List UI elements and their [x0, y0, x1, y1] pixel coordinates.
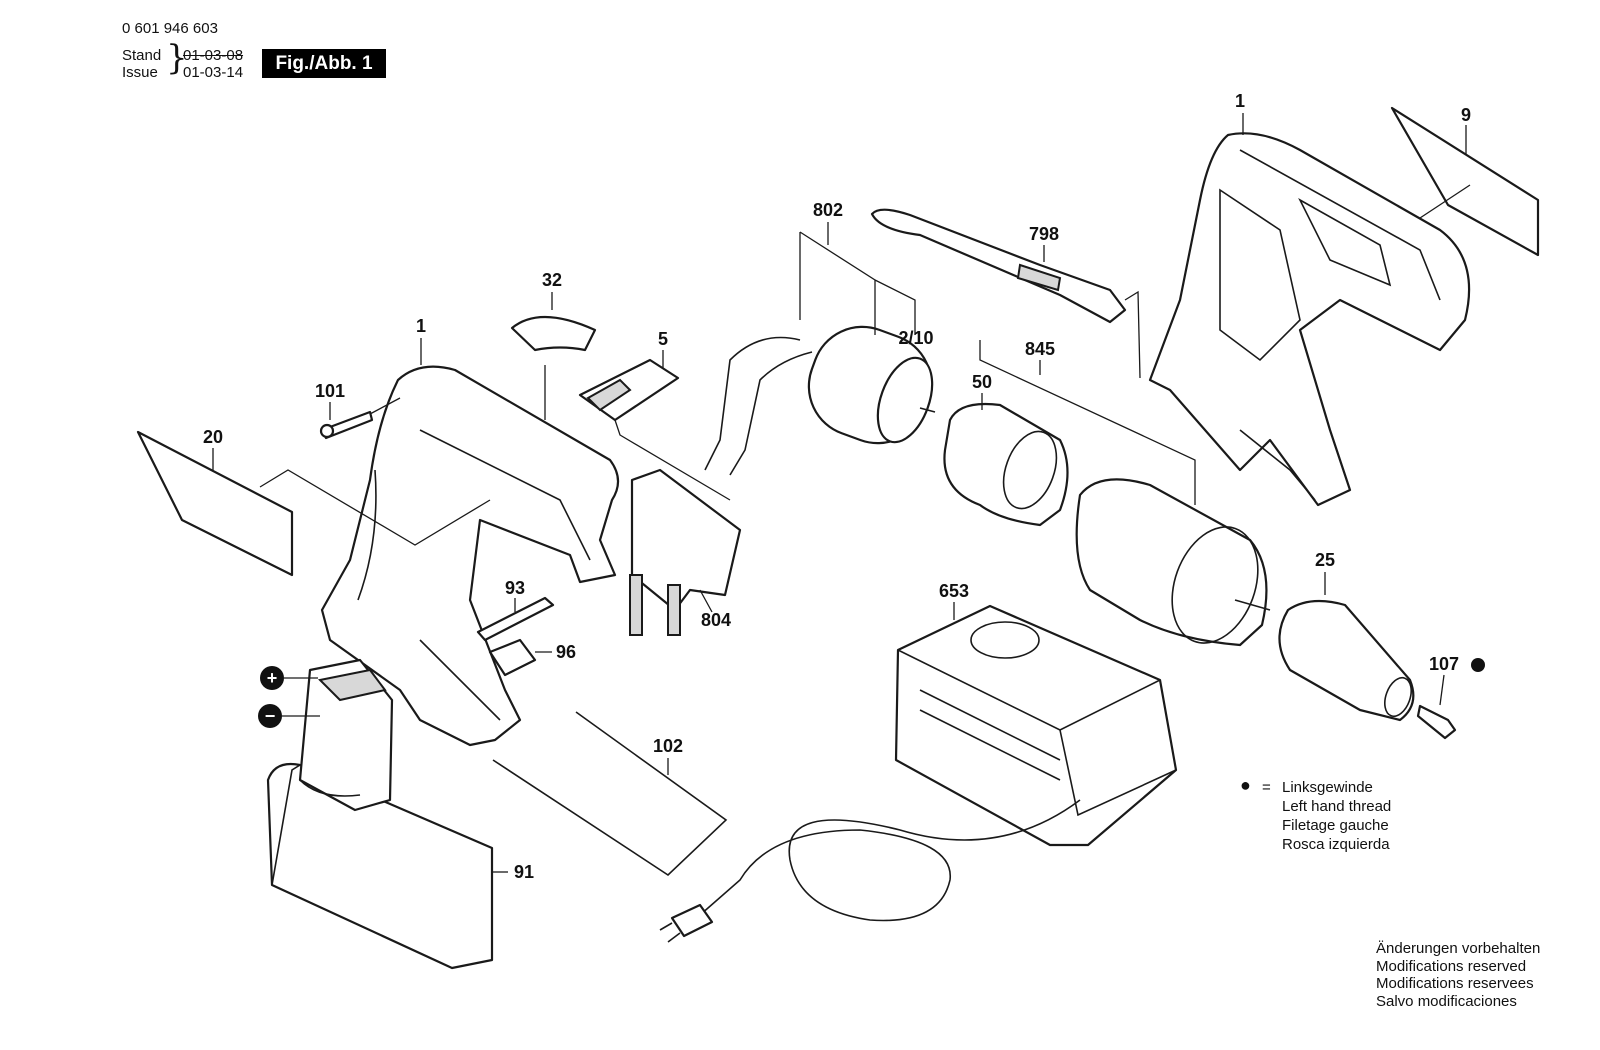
bit-holder-96	[488, 638, 552, 677]
legend-line-fr: Filetage gauche	[1282, 817, 1389, 834]
direction-slider-5	[578, 350, 731, 501]
housing-shell-left	[320, 338, 620, 747]
wire-stirrup-102	[492, 711, 728, 877]
belt-clip-798	[870, 208, 1141, 379]
legend-equals: =	[1262, 779, 1271, 796]
label-part-91: 91	[514, 862, 534, 882]
label-part-1-right: 1	[1235, 91, 1245, 111]
rating-label-20	[136, 430, 491, 577]
label-part-107: 107	[1429, 654, 1459, 674]
footer-note-es: Salvo modificaciones	[1376, 992, 1517, 1010]
label-part-101: 101	[315, 381, 345, 401]
label-part-25: 25	[1315, 550, 1335, 570]
housing-shell-right	[1148, 113, 1471, 507]
label-part-32: 32	[542, 270, 562, 290]
label-part-20: 20	[203, 427, 223, 447]
issue-date: 01-03-14	[183, 64, 244, 81]
issue-label: Issue	[122, 64, 158, 81]
label-part-93: 93	[505, 578, 525, 598]
label-part-653: 653	[939, 581, 969, 601]
screwdriver-bit-93	[476, 596, 555, 642]
switch-cap-32	[510, 292, 597, 420]
legend-line-es: Rosca izquierda	[1282, 836, 1390, 853]
stand-label: Stand	[122, 47, 162, 64]
label-part-50: 50	[972, 372, 992, 392]
label-part-804: 804	[701, 610, 731, 630]
chuck-screw-107	[1416, 658, 1485, 740]
label-part-5: 5	[658, 329, 668, 349]
label-part-102: 102	[653, 736, 683, 756]
footer-note-en: Modifications reserved	[1376, 957, 1527, 975]
battery-terminal-minus: −	[258, 704, 320, 728]
label-part-2-10: 2/10	[898, 328, 933, 348]
legend-line-en: Left hand thread	[1282, 798, 1392, 815]
stand-date: 01-03-08	[183, 47, 244, 64]
document-number: 0 601 946 603	[122, 20, 218, 37]
motor-802	[704, 222, 936, 476]
gearbox-845	[943, 340, 1271, 647]
battery-pack-91	[266, 658, 508, 970]
footer-note-fr: Modifications reservees	[1376, 975, 1534, 992]
minus-sign: −	[265, 706, 276, 726]
plus-sign: +	[267, 668, 278, 688]
nameplate-label-9	[1390, 106, 1540, 257]
label-part-798: 798	[1029, 224, 1059, 244]
housing-screw-101	[319, 397, 401, 440]
legend-line-de: Linksgewinde	[1282, 779, 1373, 796]
label-part-96: 96	[556, 642, 576, 662]
footer-note-de: Änderungen vorbehalten	[1376, 940, 1541, 957]
switch-804	[629, 468, 742, 636]
left-hand-thread-marker	[1471, 658, 1485, 672]
label-part-845: 845	[1025, 339, 1055, 359]
legend-symbol: ●	[1240, 775, 1251, 795]
charger-653	[659, 602, 1178, 943]
label-part-802: 802	[813, 200, 843, 220]
label-part-9: 9	[1461, 105, 1471, 125]
figure-label: Fig./Abb. 1	[262, 49, 386, 78]
keyless-chuck-25	[1278, 572, 1415, 722]
battery-terminal-plus: +	[260, 666, 318, 690]
footer-note: Änderungen vorbehalten Modifications res…	[1376, 940, 1540, 1010]
label-part-1-left: 1	[416, 316, 426, 336]
brace-symbol: }	[166, 38, 188, 78]
